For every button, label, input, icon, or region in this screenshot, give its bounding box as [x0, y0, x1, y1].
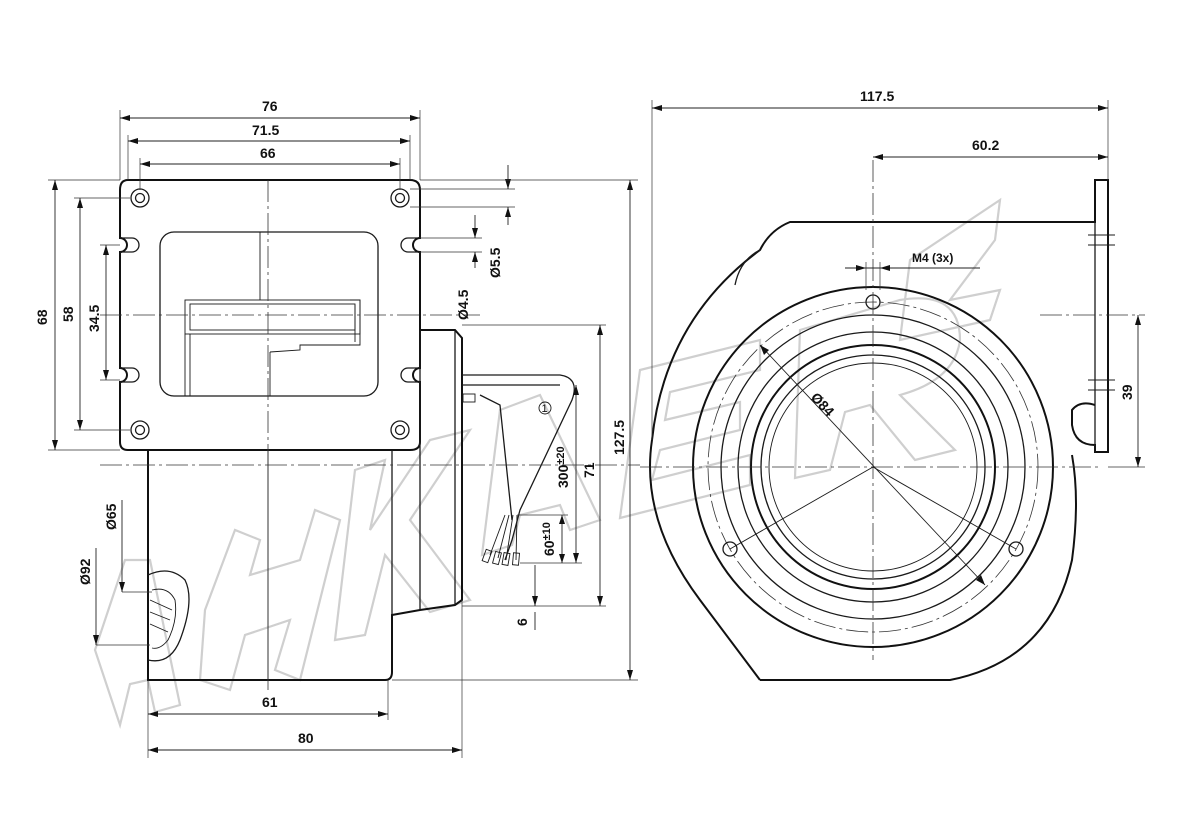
dim-61: 61: [262, 694, 278, 710]
side-dimensions: 117.5 60.2 M4 (3x) Ø84 39: [651, 88, 1145, 586]
shaft-section: [184, 299, 361, 335]
dim-cable-300-tol: ±20: [555, 446, 567, 464]
m4-hole-right: [1008, 541, 1024, 557]
mounting-flange: [119, 179, 421, 451]
front-dimensions: 76 71.5 66 68 58 34.5: [34, 98, 638, 758]
dim-127-5: 127.5: [611, 420, 627, 455]
dim-66: 66: [260, 145, 276, 161]
cable: [462, 374, 575, 561]
dim-outlet-92: Ø92: [77, 558, 93, 585]
watermark-logo: [93, 197, 1002, 729]
dim-80: 80: [298, 730, 314, 746]
svg-text:60±10: 60±10: [541, 522, 557, 556]
dim-34-5: 34.5: [86, 305, 102, 332]
front-view: 1: [100, 179, 640, 690]
dim-71: 71: [581, 462, 597, 478]
dim-76: 76: [262, 98, 278, 114]
outlet-ring: [147, 570, 190, 662]
dim-58: 58: [60, 306, 76, 322]
callout-circle: [538, 401, 552, 415]
dim-117-5: 117.5: [860, 88, 894, 104]
dim-cable-300: 300: [555, 464, 571, 488]
slot-left-lower: [120, 367, 140, 383]
mount-hole-br: [390, 420, 410, 440]
mount-hole-tr: [390, 188, 410, 208]
dim-thread-m4: M4 (3x): [912, 251, 953, 265]
slot-right-lower: [400, 367, 420, 383]
dim-39: 39: [1119, 384, 1135, 400]
dim-cable-60: 60: [541, 540, 557, 556]
slot-right-upper: [400, 237, 420, 253]
m4-hole-left: [722, 541, 738, 557]
dim-hole-4-5: Ø4.5: [455, 289, 471, 320]
dim-6: 6: [514, 618, 530, 626]
slot-left-upper: [120, 237, 140, 253]
mount-hole-bl: [130, 420, 150, 440]
housing-body: [147, 329, 463, 681]
volute-housing: [649, 179, 1109, 681]
dim-68: 68: [34, 309, 50, 325]
side-view: [640, 160, 1145, 681]
dim-60-2: 60.2: [972, 137, 999, 153]
dim-cable-60-tol: ±10: [541, 522, 553, 540]
svg-text:300±20: 300±20: [555, 446, 571, 488]
dim-hole-5-5: Ø5.5: [487, 247, 503, 278]
cable-connectors: [481, 514, 520, 566]
inlet-opening: [159, 231, 379, 397]
dim-outlet-65: Ø65: [103, 503, 119, 530]
dim-71-5: 71.5: [252, 122, 279, 138]
callout-number: 1: [542, 403, 548, 415]
mount-hole-tl: [130, 188, 150, 208]
dim-diameter-84: Ø84: [808, 389, 838, 419]
